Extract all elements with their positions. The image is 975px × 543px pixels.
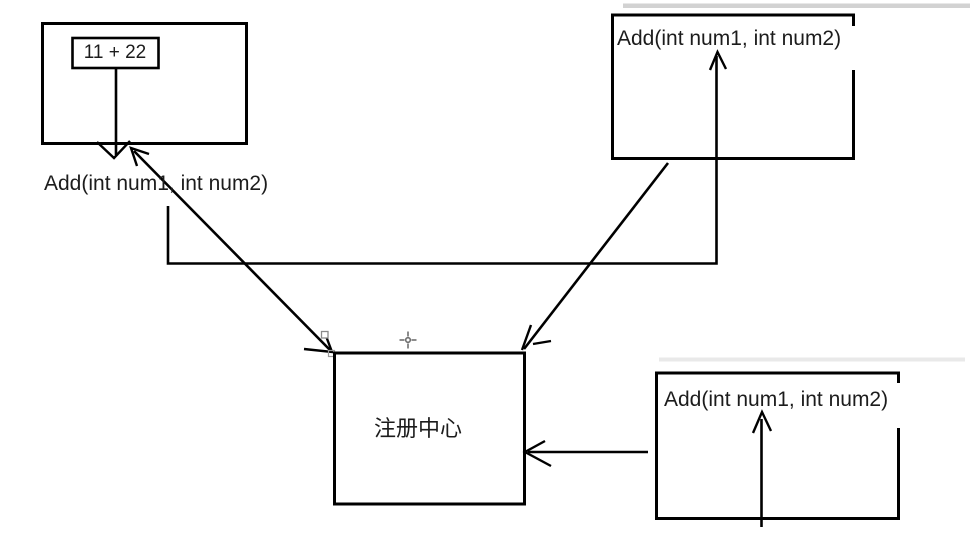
arrow-provider-bottom-registry (522, 439, 648, 468)
smudge-line-bottom (659, 357, 965, 362)
smudge-line-top (623, 3, 970, 8)
registry-label: 注册中心 (373, 415, 462, 441)
expression-box (71, 36, 160, 70)
arrow-client-registry (129, 146, 334, 354)
arrow-provider-bottom-up (751, 409, 773, 527)
provider-top-signature-text: Add(int num1, int num2) (617, 27, 842, 50)
provider-box-bottom (655, 371, 900, 520)
stroke-anchor-handle[interactable] (320, 330, 329, 339)
client-box (41, 22, 248, 145)
provider-box-top (611, 13, 855, 160)
client-signature-text: Add(int num1, int num2) (44, 172, 269, 195)
crosshair-cursor-icon (399, 331, 417, 349)
arrow-provider-top-registry (520, 162, 670, 351)
arrow-expression-down (96, 69, 131, 160)
provider-bottom-signature-text: Add(int num1, int num2) (664, 388, 889, 411)
registry-label-wrap: 注册中心 (334, 353, 524, 504)
expression-text: 11 + 22 (83, 42, 147, 63)
registry-box (333, 351, 526, 506)
